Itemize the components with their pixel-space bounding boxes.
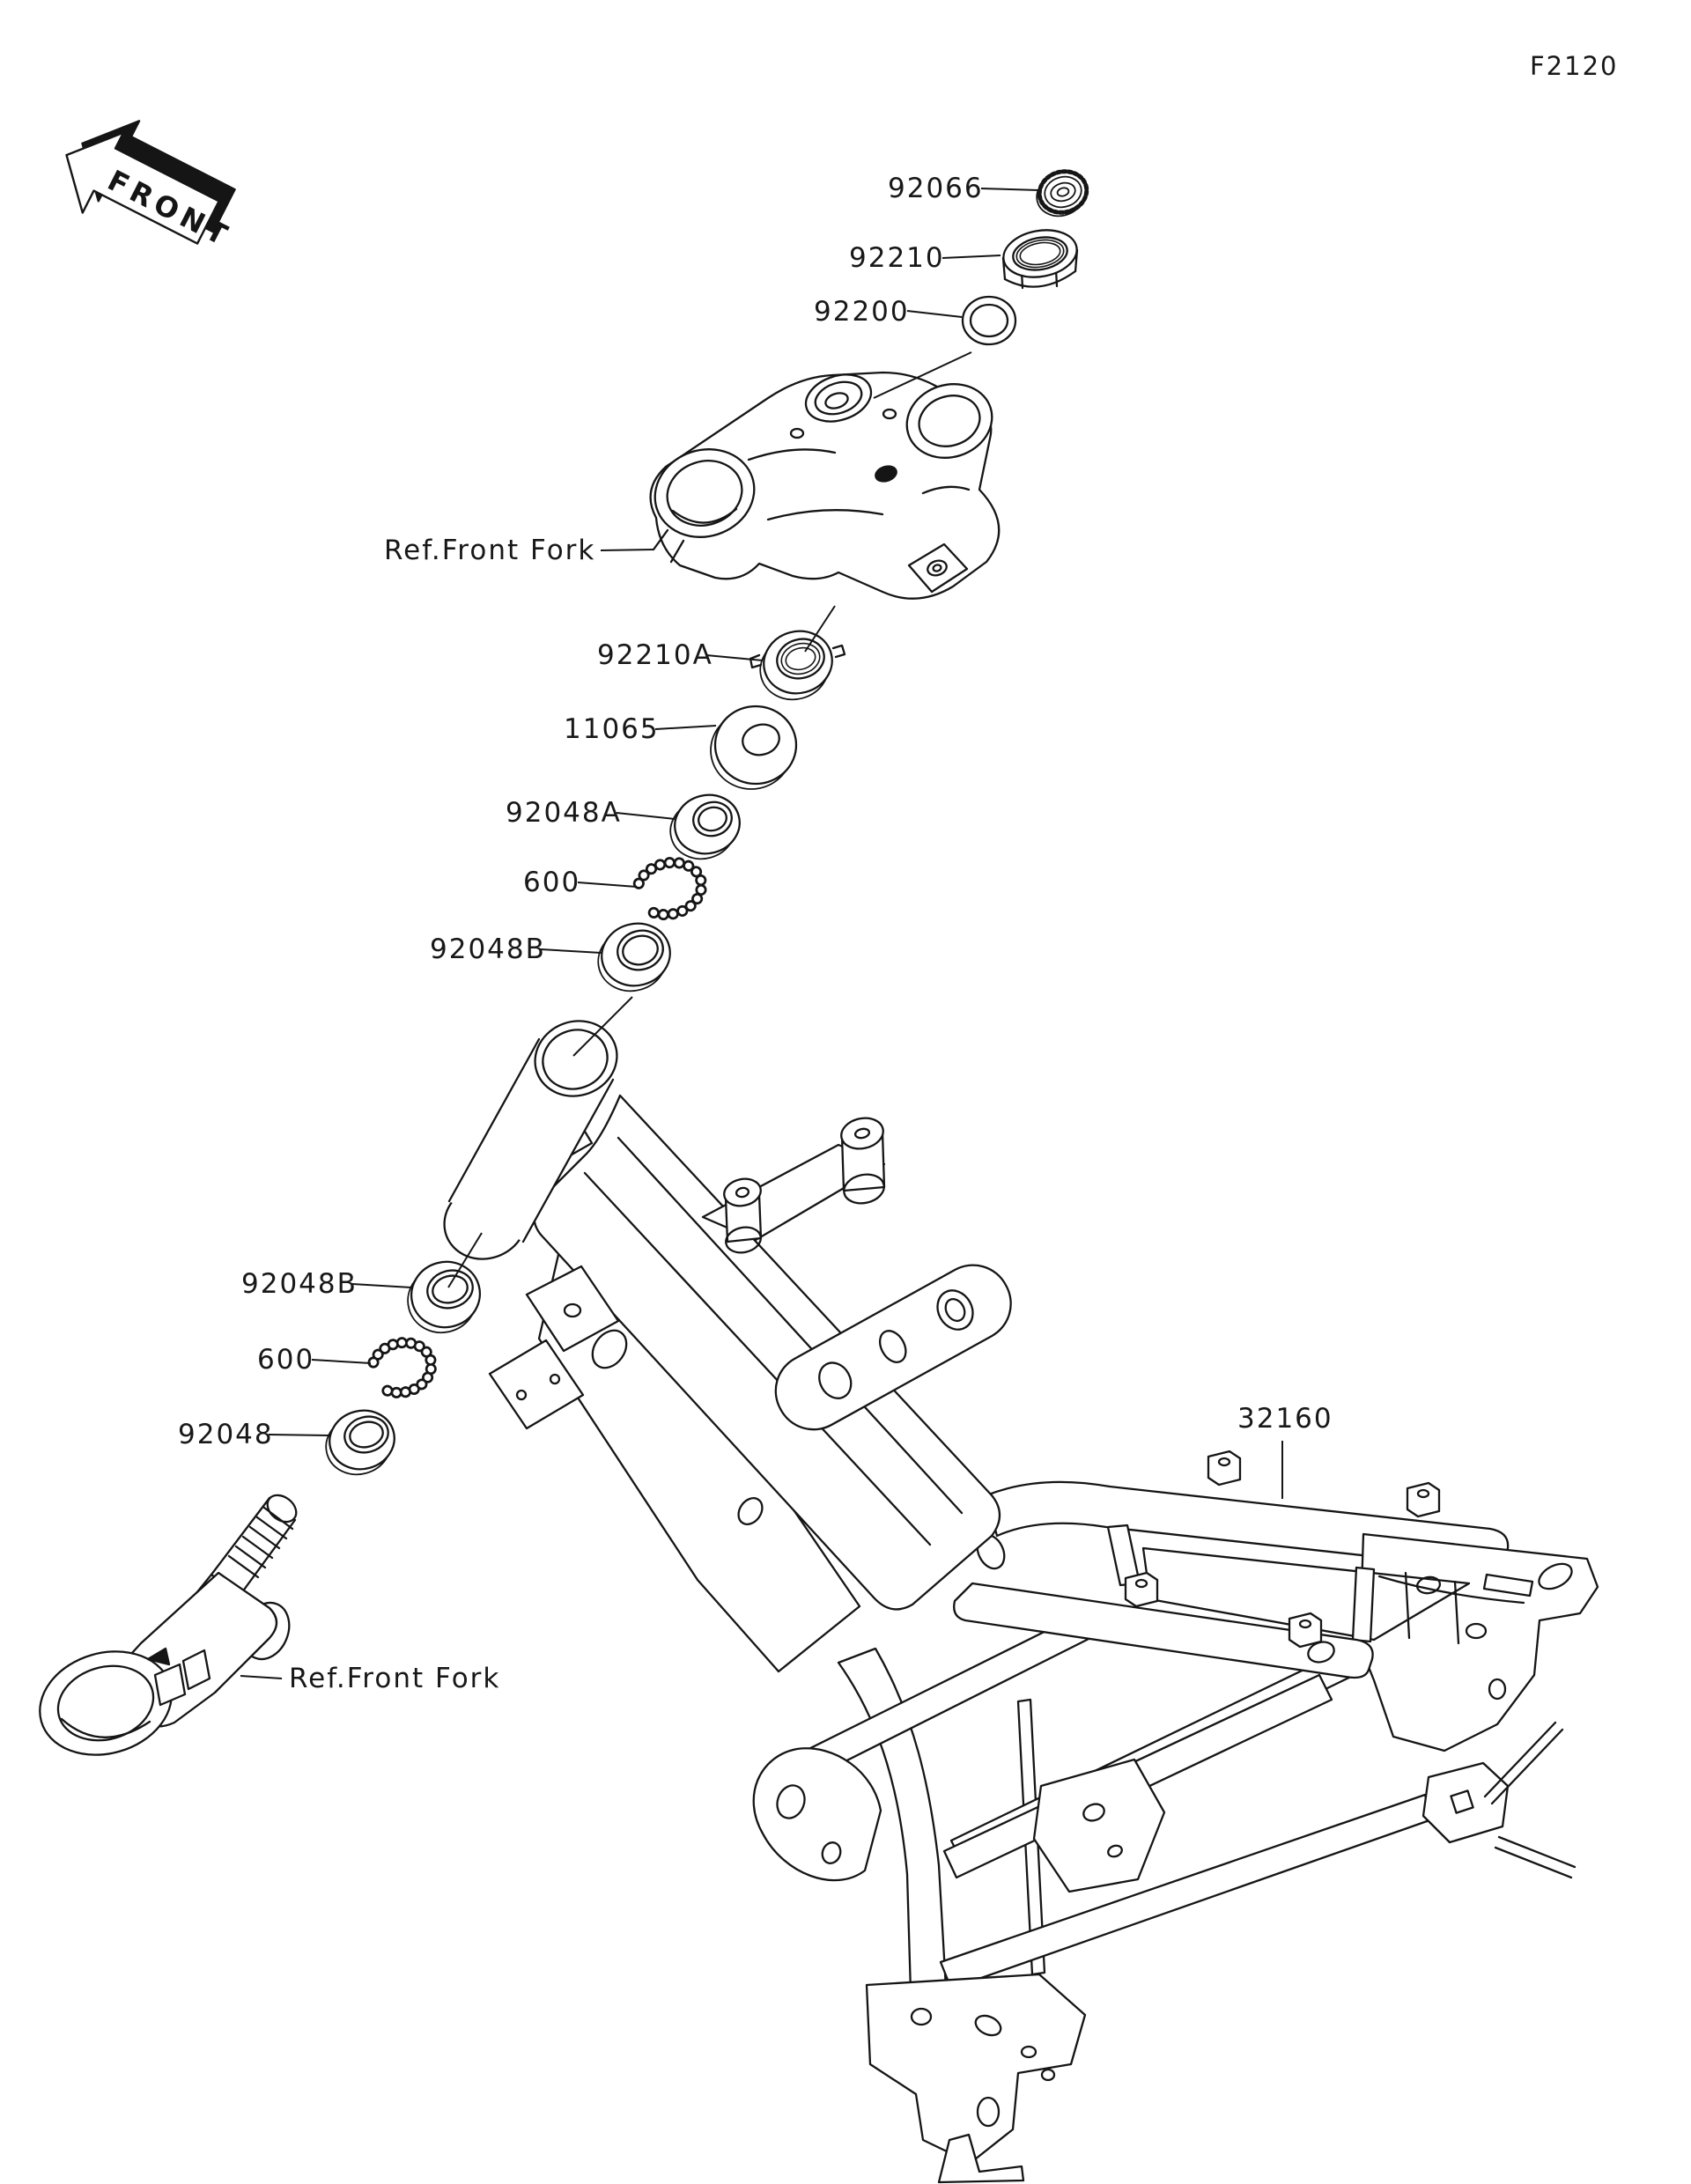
bottom-plate	[865, 1973, 1087, 2165]
subframe-cross-right	[1351, 1566, 1376, 1643]
callout-11065: 11065	[564, 713, 660, 745]
frame-32160	[443, 1020, 1599, 2184]
callout-92210: 92210	[849, 242, 945, 274]
part-92048b-lower-race	[407, 1260, 482, 1334]
part-92200-washer	[961, 295, 1017, 346]
part-92210-nut	[1001, 229, 1079, 290]
rear-clevis	[1421, 1761, 1510, 1844]
front-arrow-face	[65, 131, 220, 245]
main-spine	[533, 1094, 1001, 1611]
callout-32160: 32160	[1237, 1403, 1333, 1435]
left-bracket	[525, 1265, 620, 1353]
leader-lines	[240, 188, 1283, 1679]
part-92066-cap	[1036, 169, 1089, 218]
part-92048b-upper-race	[597, 922, 671, 992]
bushing-1	[840, 1117, 886, 1205]
callout-92048: 92048	[178, 1419, 274, 1450]
callout-600-upper: 600	[523, 867, 581, 898]
callout-92048b-upper: 92048B	[430, 933, 546, 965]
part-600-upper-balls	[632, 856, 708, 921]
left-wing	[488, 1339, 585, 1430]
callout-600-lower: 600	[257, 1344, 315, 1376]
engine-plate-right	[1032, 1758, 1166, 1893]
part-92048a-race	[669, 793, 741, 860]
engine-plate-left	[752, 1747, 882, 1882]
head-tube	[443, 1020, 618, 1260]
bushing-2	[723, 1177, 763, 1254]
callout-92210a: 92210A	[597, 639, 713, 671]
lower-fork-crown	[39, 1494, 298, 1756]
callout-92200: 92200	[814, 296, 910, 328]
callout-ref-front-fork-lower: Ref.Front Fork	[289, 1663, 501, 1694]
callout-92048a: 92048A	[506, 797, 622, 829]
clamp-blocks	[1124, 1450, 1441, 1649]
callout-92066: 92066	[888, 173, 984, 204]
callout-92048b-lower: 92048B	[241, 1268, 358, 1300]
subframe-near-rail	[953, 1582, 1374, 1679]
fender-plate	[1358, 1532, 1599, 1752]
bottom-foot	[937, 2133, 1025, 2184]
part-92210a-ring-nut	[749, 630, 846, 701]
part-600-lower-balls	[367, 1337, 438, 1398]
upper-fork-crown	[649, 371, 1001, 600]
callout-ref-front-fork-upper: Ref.Front Fork	[384, 535, 596, 566]
front-arrow: FRONT	[65, 120, 237, 255]
part-92048-race	[325, 1409, 395, 1476]
part-11065-washer	[710, 705, 798, 790]
figure-code: F2120	[1530, 51, 1619, 81]
three-hole-strap	[774, 1264, 1012, 1431]
steering-stem-parts	[325, 169, 1089, 1476]
